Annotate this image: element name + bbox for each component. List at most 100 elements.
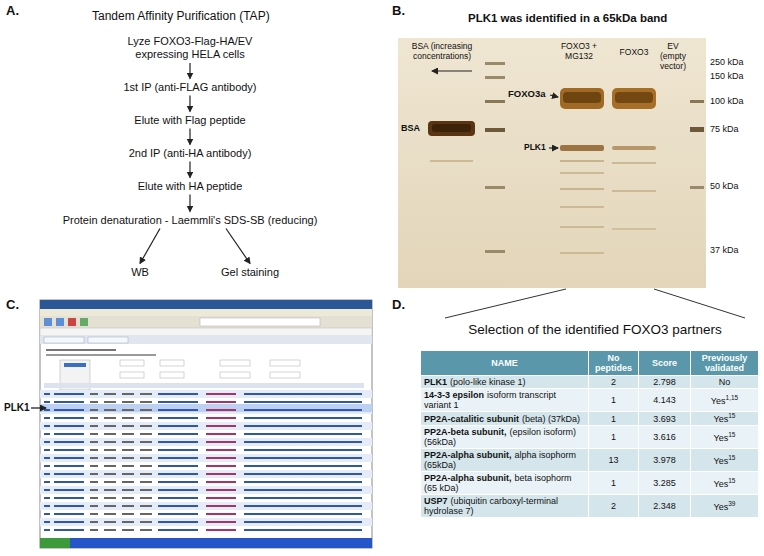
validation-cell: Yes15 bbox=[691, 472, 759, 495]
reference-superscript: 39 bbox=[728, 500, 735, 507]
table-row: USP7(ubiquitin carboxyl-terminal hydrola… bbox=[421, 495, 759, 518]
cell-text: Yes bbox=[714, 479, 729, 489]
step-text: 2nd IP (anti-HA antibody) bbox=[129, 147, 252, 160]
cell-text: 3.693 bbox=[653, 414, 676, 424]
table-row: PP2A-catalitic subunit(beta) (37kDa) 1 3.6… bbox=[421, 412, 759, 426]
name-cell: PP2A-alpha subunit,alpha isophorm (65kDa… bbox=[421, 449, 589, 472]
callout-label: PLK1 bbox=[4, 402, 30, 414]
score-cell: 4.143 bbox=[639, 389, 691, 412]
name-cell: 14-3-3 epsilonisoform transcript variant… bbox=[421, 389, 589, 412]
panel-title: Tandem Affinity Purification (TAP) bbox=[92, 10, 270, 24]
peptide-count: 1 bbox=[589, 412, 639, 426]
validation-cell: Yes1,15 bbox=[691, 389, 759, 412]
reference-superscript: 15 bbox=[728, 454, 735, 461]
validation-cell: Yes15 bbox=[691, 449, 759, 472]
zoom-line bbox=[445, 289, 566, 318]
score-cell: 3.285 bbox=[639, 472, 691, 495]
partner-table: NAME No peptides Score Previously validated… bbox=[420, 350, 759, 518]
header-cell: Previously validated bbox=[691, 351, 759, 376]
flow-step: 2nd IP (anti-HA antibody) bbox=[126, 146, 255, 161]
zoom-line bbox=[654, 289, 745, 318]
protein-name: PP2A-beta subunit, bbox=[424, 427, 507, 437]
flow-arrow bbox=[189, 129, 190, 145]
flow-arrow bbox=[140, 229, 160, 264]
cell-text: 13 bbox=[608, 455, 618, 465]
reference-superscript: 1,15 bbox=[726, 394, 739, 401]
peptide-count: 1 bbox=[589, 389, 639, 412]
name-cell: PP2A-alpha subunit,beta isophorm (65 kDa… bbox=[421, 472, 589, 495]
reference-superscript: 15 bbox=[728, 412, 735, 419]
cell-text: 3.978 bbox=[653, 455, 676, 465]
reference-superscript: 15 bbox=[728, 431, 735, 438]
band-label: PLK1 bbox=[524, 143, 546, 153]
cell-text: Yes bbox=[714, 414, 729, 424]
validation-cell: Yes39 bbox=[691, 495, 759, 518]
header-text: NAME bbox=[491, 358, 518, 368]
header-text: No peptides bbox=[595, 353, 632, 373]
flow-step: Gel staining bbox=[218, 265, 282, 280]
cell-text: 2.348 bbox=[653, 501, 676, 511]
panel-title: PLK1 was identified in a 65kDa band bbox=[468, 12, 667, 25]
peptide-count: 2 bbox=[589, 376, 639, 389]
table-row: PP2A-alpha subunit,alpha isophorm (65kDa… bbox=[421, 449, 759, 472]
panel-letter: B. bbox=[392, 4, 405, 19]
peptide-count: 1 bbox=[589, 472, 639, 495]
table-row: 14-3-3 epsilonisoform transcript variant… bbox=[421, 389, 759, 412]
flow-arrow bbox=[189, 96, 190, 112]
flow-step: Elute with Flag peptide bbox=[131, 113, 248, 128]
step-text: Lyze FOXO3-Flag-HA/EV expressing HELA ce… bbox=[115, 35, 265, 61]
peptide-count: 1 bbox=[589, 426, 639, 449]
cell-text: 1 bbox=[611, 414, 616, 424]
protein-name: PP2A-alpha subunit, bbox=[424, 450, 512, 460]
step-text: 1st IP (anti-FLAG antibody) bbox=[123, 81, 256, 94]
flow-step: Lyze FOXO3-Flag-HA/EV expressing HELA ce… bbox=[112, 34, 268, 62]
cell-text: 4.143 bbox=[653, 395, 676, 405]
lane-label: FOXO3 bbox=[608, 48, 660, 58]
protein-name: 14-3-3 epsilon bbox=[424, 390, 484, 400]
step-text: Protein denaturation - Laemmli's SDS-SB … bbox=[63, 214, 318, 227]
cell-text: 3.285 bbox=[653, 478, 676, 488]
table-row: PP2A-beta subunit,(epsilon isoform) (56k… bbox=[421, 426, 759, 449]
marker-size: 37 kDa bbox=[710, 245, 739, 255]
validation-cell: Yes15 bbox=[691, 426, 759, 449]
step-text: Elute with HA peptide bbox=[138, 180, 243, 193]
flow-arrow bbox=[189, 195, 190, 212]
protein-description: (beta) (37kDa) bbox=[522, 414, 580, 424]
flow-arrow bbox=[189, 162, 190, 178]
step-text: WB bbox=[131, 266, 149, 279]
panel-letter: A. bbox=[6, 4, 19, 19]
flow-step: Elute with HA peptide bbox=[135, 179, 246, 194]
protein-name: USP7 bbox=[424, 496, 448, 506]
validation-cell: Yes15 bbox=[691, 412, 759, 426]
cell-text: Yes bbox=[714, 433, 729, 443]
flow-step: Protein denaturation - Laemmli's SDS-SB … bbox=[60, 213, 321, 228]
protein-name: PP2A-alpha subunit, bbox=[424, 473, 512, 483]
cell-text: 2.798 bbox=[653, 377, 676, 387]
cell-text: 1 bbox=[611, 432, 616, 442]
name-cell: PLK1(polo-like kinase 1) bbox=[421, 376, 589, 389]
flow-step: WB bbox=[128, 265, 152, 280]
name-cell: PP2A-catalitic subunit(beta) (37kDa) bbox=[421, 412, 589, 426]
peptide-count: 13 bbox=[589, 449, 639, 472]
protein-description: (polo-like kinase 1) bbox=[450, 377, 526, 387]
protein-name: PP2A-catalitic subunit bbox=[424, 414, 519, 424]
table-row: PLK1(polo-like kinase 1)2 2.798 No bbox=[421, 376, 759, 389]
flow-arrow bbox=[189, 63, 190, 79]
header-cell: Score bbox=[639, 351, 691, 376]
validation-cell: No bbox=[691, 376, 759, 389]
score-cell: 2.348 bbox=[639, 495, 691, 518]
cell-text: Yes bbox=[714, 456, 729, 466]
marker-size: 75 kDa bbox=[710, 124, 739, 134]
band-label: FOXO3a bbox=[508, 89, 546, 100]
band-label: BSA bbox=[401, 123, 420, 133]
header-text: Score bbox=[652, 358, 677, 368]
cell-text: 3.616 bbox=[653, 432, 676, 442]
cell-text: No bbox=[719, 377, 731, 387]
flow-arrow bbox=[226, 229, 250, 264]
marker-size: 250 kDa bbox=[710, 57, 744, 67]
step-text: Gel staining bbox=[221, 266, 279, 279]
header-text: Previously validated bbox=[702, 353, 748, 373]
